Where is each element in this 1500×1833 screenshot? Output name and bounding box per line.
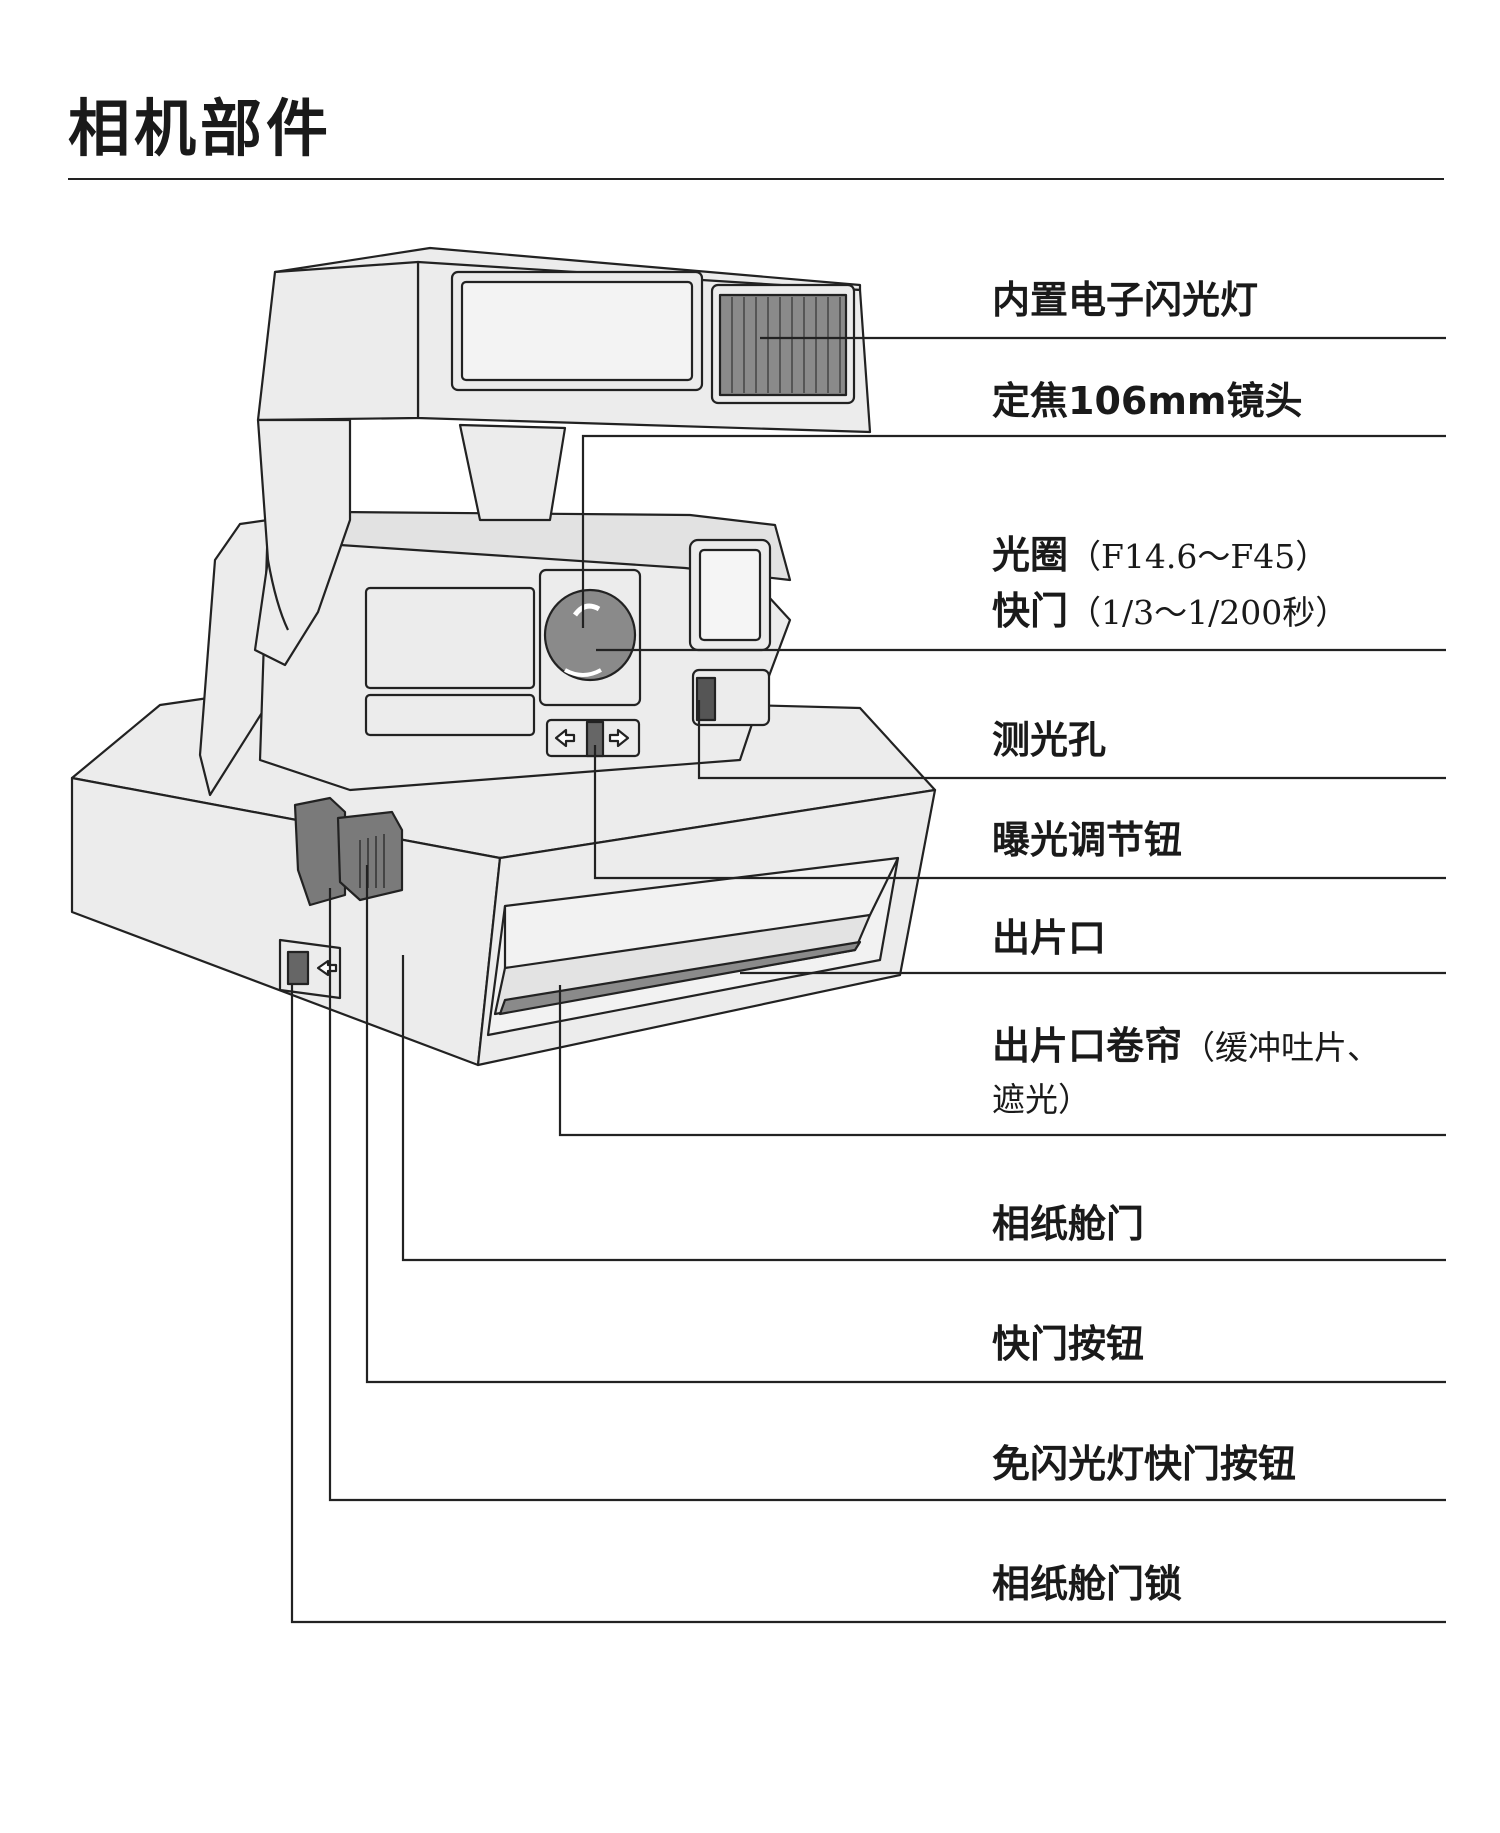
leader-lens [581, 434, 1446, 628]
leader-exposure-dial [593, 745, 1446, 880]
label-shutter-range: （1/3～1/200秒） [1068, 593, 1349, 632]
label-exit-curtain: 出片口卷帘（缓冲吐片、 [992, 1018, 1380, 1076]
leader-door-lock [290, 985, 1446, 1624]
no-flash-shutter-button [293, 796, 347, 907]
leader-exit-curtain [558, 985, 1446, 1137]
label-aperture-range: （F14.6～F45） [1068, 537, 1329, 576]
label-flash: 内置电子闪光灯 [992, 278, 1259, 322]
camera-illustration [70, 246, 937, 1067]
label-film-door: 相纸舱门 [992, 1202, 1145, 1246]
label-exposure-dial: 曝光调节钮 [992, 818, 1183, 862]
label-exit-curtain-name: 出片口卷帘 [992, 1024, 1183, 1068]
side-panel-window [364, 586, 536, 690]
leader-film-door [401, 955, 1446, 1262]
label-sensor: 测光孔 [992, 718, 1107, 762]
flash-element [718, 293, 848, 397]
label-aperture-name: 光圈 [992, 533, 1069, 577]
leader-sensor [697, 700, 1446, 780]
label-exit-curtain-note-2: 遮光） [992, 1080, 1091, 1119]
label-aperture: 光圈（F14.6～F45） [992, 527, 1328, 585]
leader-no-flash-button [328, 888, 1446, 1502]
page-title: 相机部件 [68, 92, 333, 165]
label-film-exit: 出片口 [992, 916, 1107, 960]
flash-bar-side [256, 260, 420, 422]
label-shutter-button: 快门按钮 [992, 1322, 1145, 1366]
label-shutter: 快门（1/3～1/200秒） [992, 583, 1348, 641]
label-shutter-name: 快门 [992, 589, 1069, 633]
lens [543, 588, 637, 682]
leader-shutter-button [365, 865, 1446, 1384]
flash-strut-front [458, 423, 567, 522]
shutter-button [336, 810, 404, 902]
label-exit-curtain-note: （缓冲吐片、 [1182, 1028, 1381, 1067]
sensor [695, 676, 717, 722]
leader-lines [290, 336, 1446, 1624]
title-divider [68, 178, 1444, 180]
side-panel-lower-window [364, 693, 536, 737]
label-no-flash-button: 免闪光灯快门按钮 [992, 1442, 1297, 1486]
film-exit-curtain [498, 940, 862, 1016]
label-lens: 定焦106mm镜头 [992, 379, 1303, 423]
label-door-lock: 相纸舱门锁 [992, 1562, 1183, 1606]
